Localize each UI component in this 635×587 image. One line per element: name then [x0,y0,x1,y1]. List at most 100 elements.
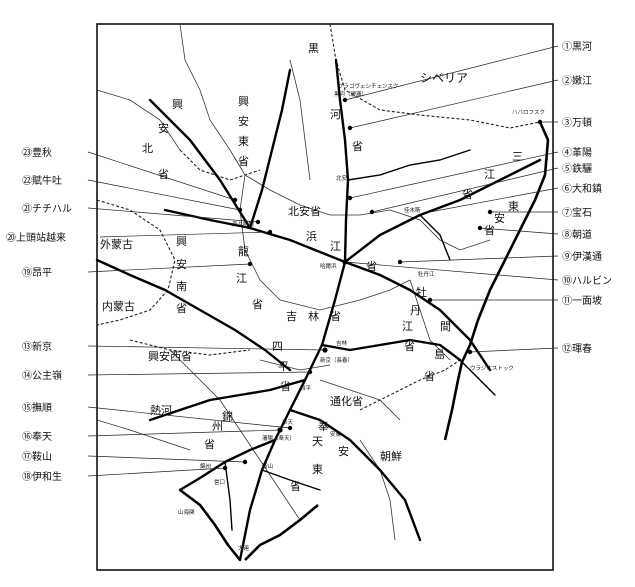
region-names: シベリア 黒 河 省 興 安 北 省 興 安 東 省 北安省 浜 江 省 龍 江… [100,42,523,493]
svg-text:島: 島 [434,347,445,361]
svg-text:四平: 四平 [300,385,312,392]
label-nenjiang: ②嫩江 [562,74,592,87]
map-frame [96,23,554,571]
label-hunchun: ⑫琿春 [562,343,592,355]
town-dot [487,209,493,215]
svg-text:江: 江 [484,168,495,181]
rail-jilin [320,338,462,362]
label-xinjing: ⑬新京 [22,340,52,353]
label-yamato: ⑥大和鎮 [562,182,602,195]
svg-text:三: 三 [512,150,523,163]
svg-text:安: 安 [176,257,187,271]
town-dot [477,225,483,231]
label-yihantong: ⑨伊漢通 [562,250,602,263]
svg-text:丹: 丹 [410,304,421,317]
svg-text:四: 四 [272,340,283,353]
svg-text:天: 天 [312,435,323,448]
label-wandun: ③万頓 [562,116,592,129]
town-dot [322,347,328,353]
rail-north-west [148,98,252,230]
svg-text:省: 省 [238,155,249,168]
svg-text:省: 省 [280,380,291,393]
svg-text:興: 興 [176,235,187,248]
town-dot [242,459,248,465]
rail-heihe [334,58,350,264]
korea-border [359,359,461,411]
rail-jiamusi [343,158,542,264]
svg-text:錦: 錦 [222,409,233,423]
svg-text:佳木斯: 佳木斯 [404,206,421,214]
coastline [179,121,550,561]
town-dot [467,349,473,355]
svg-text:省: 省 [352,140,363,153]
svg-text:間: 間 [440,320,451,333]
rail-shenyang-east [288,408,422,542]
svg-text:東: 東 [508,200,519,213]
svg-text:南: 南 [176,280,187,293]
label-yimianpo: ⑪一面坡 [562,294,602,307]
label-fengtian: ⑯奉天 [22,430,52,443]
svg-text:山海関: 山海関 [178,508,195,516]
town-dot [255,219,261,225]
svg-text:ハバロフスク: ハバロフスク [512,109,545,116]
left-labels: ㉓豊秋 ㉒賦牛吐 ㉑チチハル ⑳上頭站越来 ⑲昂平 ⑬新京 ⑭公主嶺 ⑮撫順 ⑯… [6,146,72,483]
svg-text:斉々哈爾: 斉々哈爾 [232,220,255,228]
rail-siping [148,378,307,422]
svg-text:錦州: 錦州 [200,462,211,470]
province-lines [96,23,491,541]
town-dot [307,369,313,375]
town-dot [342,97,348,103]
svg-text:新京（長春）: 新京（長春） [320,356,353,364]
rail-nenjiang [248,68,292,230]
town-dot [247,261,253,267]
svg-text:興: 興 [238,95,249,108]
label-geyang: ④革陽 [562,146,592,159]
svg-text:省: 省 [424,370,435,383]
mongolia-border [96,199,176,326]
svg-text:ウラジオストック: ウラジオストック [470,364,514,372]
svg-text:吉 林 省: 吉 林 省 [286,309,341,323]
svg-text:州: 州 [212,420,223,433]
svg-text:朝鮮: 朝鮮 [380,449,402,463]
town-dot [232,197,238,203]
svg-text:ブラゴヴェシチェンスク: ブラゴヴェシチェンスク [338,82,398,90]
svg-text:省: 省 [366,260,377,273]
right-labels: ①黒河 ②嫩江 ③万頓 ④革陽 ⑤鉄驪 ⑥大和鎮 ⑦宝石 ⑧朝道 ⑨伊漢通 ⑩ハ… [562,41,612,355]
label-shangtouzhan: ⑳上頭站越来 [6,231,66,244]
svg-text:省: 省 [484,224,495,237]
svg-text:省: 省 [176,302,187,315]
label-baoshi: ⑦宝石 [562,206,592,219]
svg-text:平: 平 [278,360,289,373]
svg-text:東: 東 [238,135,249,148]
svg-text:瀋陽（奉天）: 瀋陽（奉天） [262,434,295,442]
town-dots [222,97,543,471]
label-chaodao: ⑧朝道 [562,228,592,241]
svg-text:北安: 北安 [336,174,348,182]
svg-text:哈爾浜: 哈爾浜 [320,262,337,270]
town-dot [342,259,348,265]
svg-text:通化省: 通化省 [330,394,363,408]
svg-text:省: 省 [158,168,169,181]
svg-text:江: 江 [402,320,413,333]
svg-text:北安省: 北安省 [288,204,321,218]
svg-text:龍: 龍 [238,244,249,258]
svg-text:黒: 黒 [308,42,319,55]
town-dot [277,427,283,433]
label-angping: ⑲昂平 [22,267,52,279]
label-harbin: ⑩ハルビン [562,275,612,287]
svg-text:東: 東 [312,463,323,476]
svg-text:安: 安 [238,114,249,128]
svg-text:熱河: 熱河 [150,404,172,417]
svg-text:省: 省 [290,480,301,493]
svg-text:内蒙古: 内蒙古 [102,299,135,313]
svg-text:省: 省 [252,298,263,311]
town-dot [347,125,353,131]
svg-text:牡: 牡 [416,285,427,299]
svg-text:江: 江 [330,240,341,253]
svg-text:吉林: 吉林 [336,339,348,347]
town-dot [222,465,228,471]
svg-text:省: 省 [404,340,415,353]
label-yihesheng: ⑱伊和生 [22,470,62,483]
rail-west-line [95,258,292,372]
